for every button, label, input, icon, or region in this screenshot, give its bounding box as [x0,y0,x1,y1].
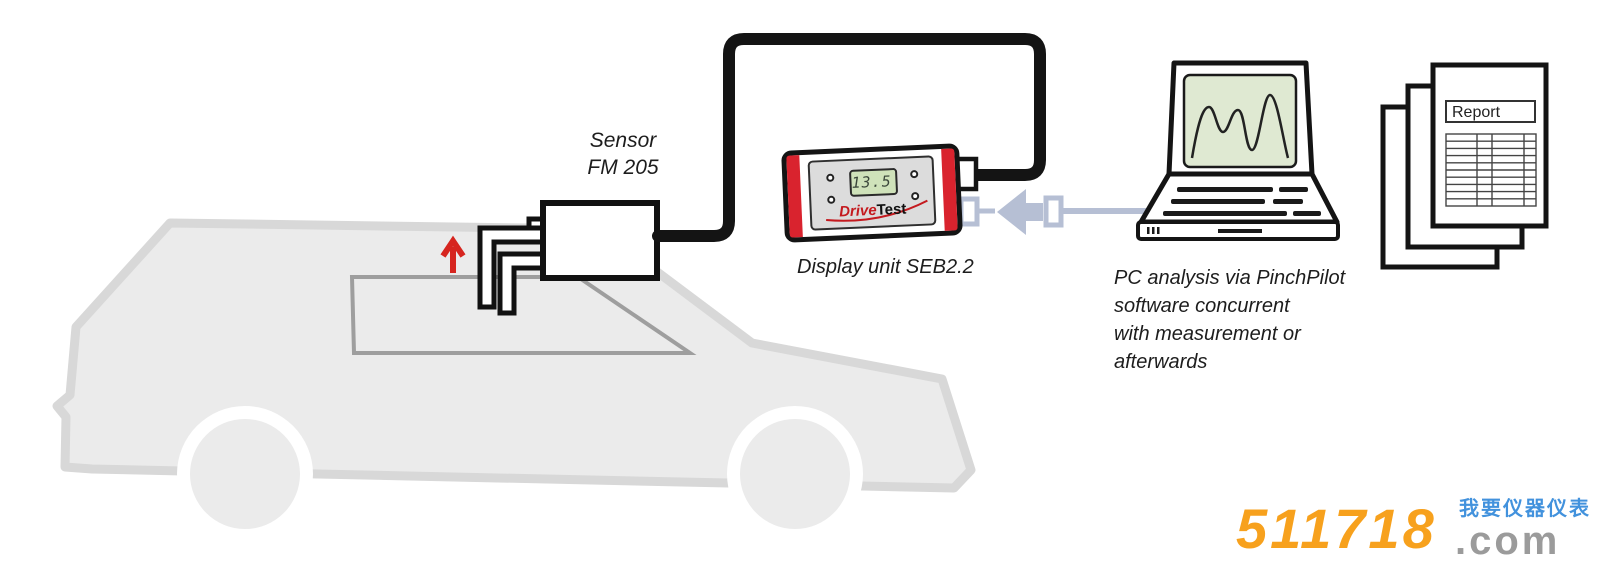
brand-swoosh [826,199,928,222]
sensor-label: Sensor FM 205 [543,127,703,181]
report-title: Report [1452,104,1501,121]
front-wheel [740,419,850,529]
upward-force-arrow-icon [440,235,466,273]
display-unit-label: Display unit SEB2.2 [797,256,974,278]
sensor-label-line2: FM 205 [587,156,659,179]
device-button [826,173,835,182]
brand-drive: Drive [838,201,878,221]
display-unit-device: 13.5 DriveTest [781,143,963,243]
lcd-display: 13.5 [848,167,899,197]
signal-curve [1190,93,1290,159]
brand-test: Test [876,200,907,219]
report-title-box [1445,100,1536,123]
sensor-body [540,200,660,281]
car-silhouette [52,218,976,542]
laptop [1136,60,1340,241]
left-arrow-icon [997,189,1043,235]
pc-caption-line3: with measurement or [1114,323,1301,345]
pc-caption-line4: afterwards [1114,351,1208,373]
device-front-panel: 13.5 DriveTest [807,155,937,231]
watermark-domain-suffix: .com [1455,519,1561,563]
pc-analysis-caption: PC analysis via PinchPilot software conc… [1114,264,1345,376]
report-table [1445,133,1537,207]
report-page-front [1430,62,1549,229]
watermark-chinese-tagline: 我要仪器仪表 [1459,498,1591,520]
device-red-band-left [786,155,803,238]
laptop-base-details [1147,227,1262,234]
rear-wheel [190,419,300,529]
usb-plug-pc [1043,195,1064,228]
laptop-keyboard [1163,187,1321,216]
watermark-number: 511718 [1236,497,1437,560]
usb-plug-display [958,196,980,227]
usb-connection [958,189,1146,235]
device-button [910,169,919,179]
report-stack: Report [1380,62,1549,270]
pc-caption-line1: PC analysis via PinchPilot [1114,267,1346,289]
device-red-band-right [941,148,958,231]
pc-caption-line2: software concurrent [1114,295,1290,317]
sensor-cable [652,33,1046,242]
sensor-label-line1: Sensor [589,129,657,152]
